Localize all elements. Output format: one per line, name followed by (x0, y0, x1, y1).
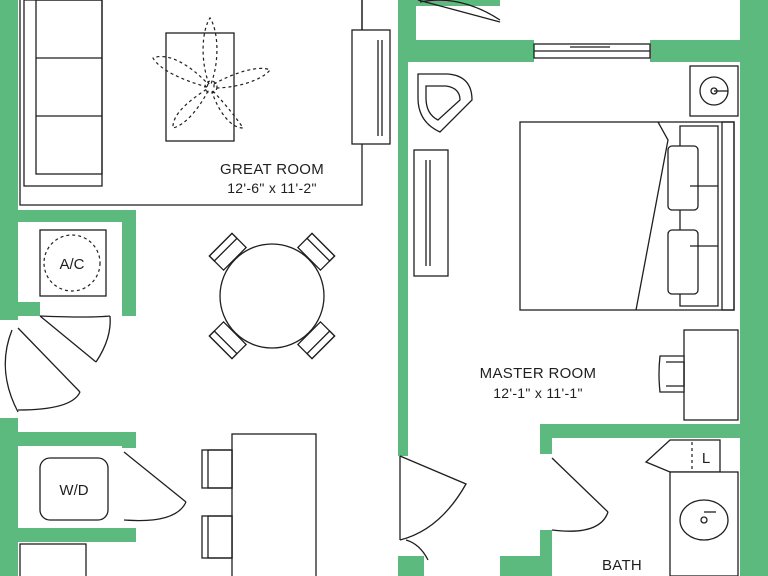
bed (519, 121, 735, 311)
kitchen-bar (201, 433, 317, 576)
master-room-dimensions: 12'-1" x 11'-1" (493, 385, 583, 401)
tv-console (351, 29, 391, 145)
ac-label: A/C (59, 256, 84, 273)
bath-label: BATH (602, 557, 642, 574)
dining-set (208, 232, 336, 360)
vanity (669, 471, 739, 576)
coffee-table (165, 32, 235, 142)
master-room: MASTER ROOM 12'-1" x 11'-1" (413, 43, 739, 421)
entry-door (4, 327, 81, 413)
great-room-dimensions: 12'-6" x 11'-2" (227, 180, 317, 196)
master-door (399, 455, 467, 561)
dining-table (219, 243, 325, 349)
wd-closet: W/D (39, 451, 187, 522)
master-room-label: MASTER ROOM (480, 365, 597, 382)
linen-cabinet: L (644, 439, 721, 473)
great-room: GREAT ROOM 12'-6" x 11'-2" (19, 0, 391, 206)
top-door (361, 0, 501, 30)
dining-chair (296, 320, 336, 360)
ac-closet: A/C (39, 229, 111, 363)
ceiling-fan-icon (152, 16, 271, 129)
dining-chair (296, 232, 336, 272)
great-room-label: GREAT ROOM (220, 161, 324, 178)
linen-label: L (702, 450, 710, 467)
bar-stool (201, 515, 233, 559)
dining-chair (208, 232, 248, 272)
nightstand (689, 65, 739, 117)
wd-label: W/D (59, 482, 88, 499)
sofa (23, 0, 103, 187)
bottom-cabinet (19, 543, 87, 576)
bath: L BATH (551, 439, 739, 576)
window (533, 43, 651, 59)
dresser (413, 149, 449, 277)
bar-counter (231, 433, 317, 576)
dining-chair (208, 320, 248, 360)
armchair (417, 73, 473, 133)
desk (658, 329, 739, 421)
bar-stool (201, 449, 233, 489)
